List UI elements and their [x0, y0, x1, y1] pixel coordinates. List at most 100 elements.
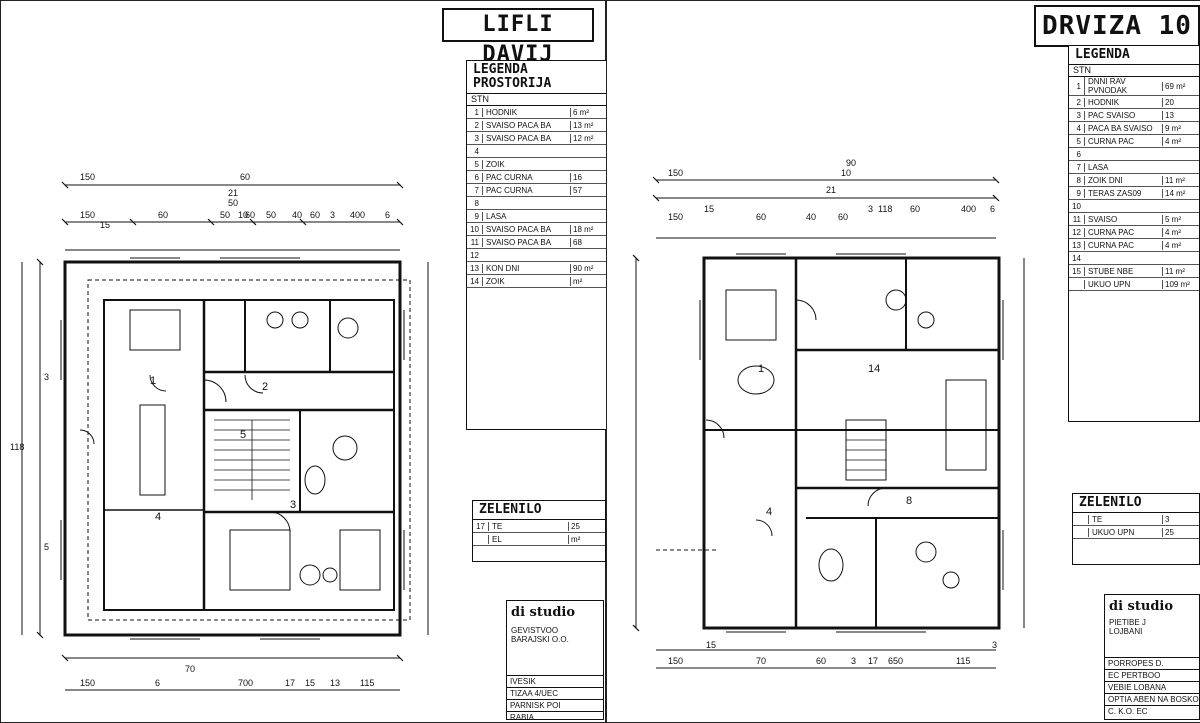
dim-row2-9: 60 [310, 210, 320, 220]
floor-plan-left: 150 60 21 50 150 15 60 50 10 60 50 40 60… [10, 172, 429, 691]
room-number-8-right: 8 [906, 495, 912, 507]
room-number: 10 [470, 224, 479, 234]
dim-row2-8: 40 [292, 210, 302, 220]
dim-bottom-2: 6 [155, 678, 160, 688]
dim-row2-9-right: 400 [961, 204, 976, 214]
room-name: SVAISO PACA BA [482, 224, 570, 234]
room-number-5: 5 [240, 429, 246, 441]
stamp-line-4-left: TIZAA 4/UEC [507, 687, 603, 699]
room-number-3: 3 [290, 499, 296, 511]
stamp-line-1-right: PIETIBE J [1109, 618, 1146, 627]
room-name: HODNIK [482, 107, 570, 117]
room-number-1: 1 [150, 375, 156, 387]
dim-row2-10: 3 [330, 210, 335, 220]
room-number: 4 [1076, 123, 1081, 133]
room-name: ZOIK DNI [1084, 175, 1162, 185]
dim-row2-4: 50 [220, 210, 230, 220]
room-area: 12 m² [570, 133, 607, 143]
room-name: EL [488, 534, 568, 544]
room-area: 13 [1162, 110, 1199, 120]
dim-top-2: 60 [240, 172, 250, 182]
room-area: 6 m² [570, 107, 607, 117]
room-name: UKUO UPN [1088, 527, 1162, 537]
room-number: 8 [474, 198, 479, 208]
legend-row: 6 [1069, 148, 1199, 161]
room-area: 4 m² [1162, 136, 1199, 146]
dim-row2-1-right: 150 [668, 212, 683, 222]
legend-subtitle-right: STN [1069, 65, 1199, 77]
room-number: 4 [474, 146, 479, 156]
dim-bottom-3: 70 [185, 664, 195, 674]
room-area: m² [570, 276, 607, 286]
dim-top-3: 21 [228, 188, 238, 198]
legend-row: 8 [467, 197, 607, 210]
dim-row2-2-right: 15 [704, 204, 714, 214]
room-number: 11 [470, 237, 479, 247]
dim-row2-6-right: 3 [868, 204, 873, 214]
room-number: 13 [470, 263, 479, 273]
dim-bottom-1-right: 150 [668, 656, 683, 666]
room-name: UKUO UPN [1084, 279, 1162, 289]
stamp-line-1-left: GEVISTVOO [511, 626, 559, 635]
room-number: 7 [474, 185, 479, 195]
dim-bottom-7-right: 650 [888, 656, 903, 666]
room-name: CURNA PAC [1084, 227, 1162, 237]
legend-row: 4 [467, 145, 607, 158]
dim-row2-8-right: 60 [910, 204, 920, 214]
dim-top-1-right: 150 [668, 168, 683, 178]
room-name: PAC SVAISO [1084, 110, 1162, 120]
dim-row2-5: 10 [238, 210, 248, 220]
zelenilo-title-left: ZELENILO [473, 501, 605, 520]
room-area: m² [568, 534, 605, 544]
room-area: 20 [1162, 97, 1199, 107]
dim-top-2-right: 90 [846, 158, 856, 168]
dim-bottom-8-right: 115 [956, 656, 970, 666]
dim-top-4: 50 [228, 198, 238, 208]
room-area: 69 m² [1162, 81, 1199, 91]
dim-left-2: 3 [44, 372, 49, 382]
room-area: 18 m² [570, 224, 607, 234]
dim-top-1: 150 [80, 172, 95, 182]
room-name: TE [488, 521, 568, 531]
room-name: SVAISO PACA BA [482, 237, 570, 247]
room-area: 25 [568, 521, 605, 531]
dim-bottom-3-right: 70 [756, 656, 766, 666]
room-number: 14 [470, 276, 479, 286]
dim-bottom-6-right: 17 [868, 656, 878, 666]
room-name: CURNA PAC [1084, 136, 1162, 146]
studio-logo-left: di studio [511, 605, 576, 620]
dim-row2-7-right: 118 [878, 204, 892, 214]
room-name: CURNA PAC [1084, 240, 1162, 250]
room-area: 13 m² [570, 120, 607, 130]
room-number: 3 [1076, 110, 1081, 120]
room-area: 3 [1162, 514, 1199, 524]
room-name: SVAISO PACA BA [482, 120, 570, 130]
zelenilo-title-right: ZELENILO [1073, 494, 1199, 513]
room-number: 9 [474, 211, 479, 221]
room-number: 10 [1072, 201, 1081, 211]
stamp-line-5-right: VEBIE LOBANA [1105, 681, 1199, 693]
room-area: 11 m² [1162, 175, 1199, 185]
